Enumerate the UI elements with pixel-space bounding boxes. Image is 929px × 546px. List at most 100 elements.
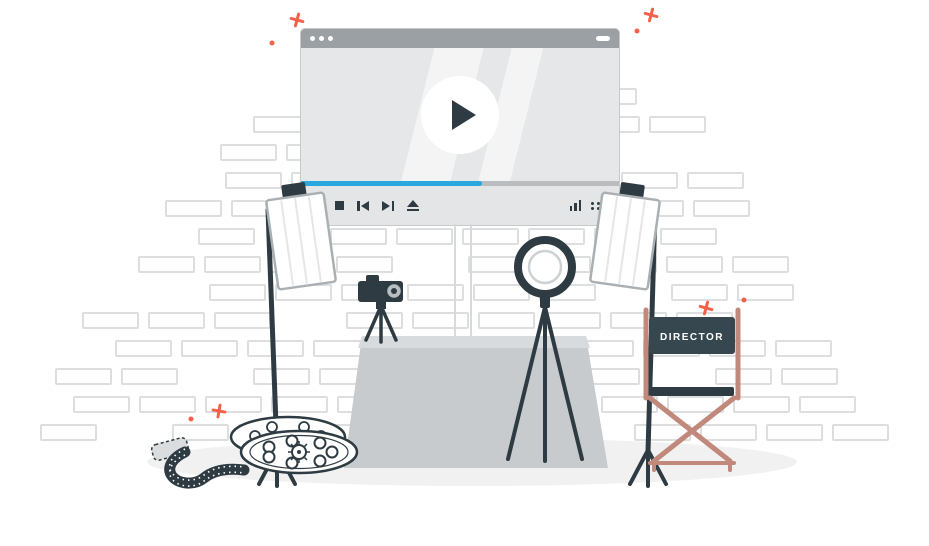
brick: [204, 256, 261, 273]
brick: [627, 200, 684, 217]
brick: [138, 256, 195, 273]
brick: [799, 396, 856, 413]
brick: [205, 396, 262, 413]
brick: [478, 312, 535, 329]
brick: [337, 396, 394, 413]
brick: [534, 256, 591, 273]
brick: [766, 424, 823, 441]
brick: [676, 312, 733, 329]
brick: [220, 144, 277, 161]
brick: [385, 368, 442, 385]
brick: [451, 368, 508, 385]
brick: [270, 256, 327, 273]
brick: [115, 340, 172, 357]
progress-fill: [301, 181, 483, 186]
eject-button[interactable]: [407, 198, 419, 214]
brick: [346, 312, 403, 329]
play-icon: [452, 99, 476, 130]
brick: [666, 256, 723, 273]
next-button[interactable]: [382, 198, 394, 214]
brick: [775, 340, 832, 357]
brick: [275, 284, 332, 301]
brick: [198, 228, 255, 245]
brick: [407, 284, 464, 301]
brick: [139, 396, 196, 413]
brick: [304, 424, 361, 441]
brick: [121, 368, 178, 385]
brick: [238, 424, 295, 441]
previous-icon: [357, 200, 369, 211]
brick: [502, 424, 559, 441]
brick: [181, 340, 238, 357]
brick: [165, 200, 222, 217]
brick: [55, 368, 112, 385]
brick: [535, 396, 592, 413]
brick: [517, 368, 574, 385]
play-button[interactable]: [421, 75, 499, 154]
brick: [336, 256, 393, 273]
window-dot[interactable]: [310, 36, 315, 41]
brick: [247, 340, 304, 357]
brick: [40, 424, 97, 441]
window-dot[interactable]: [319, 36, 324, 41]
brick: [82, 312, 139, 329]
stop-icon: [335, 201, 344, 210]
brick: [577, 340, 634, 357]
next-icon: [382, 200, 394, 211]
brick: [473, 284, 530, 301]
brick: [667, 396, 724, 413]
brick: [687, 172, 744, 189]
brick: [671, 284, 728, 301]
brick: [73, 396, 130, 413]
brick: [231, 200, 288, 217]
window-dots: [310, 36, 333, 41]
brick: [733, 396, 790, 413]
brick: [370, 424, 427, 441]
brick: [172, 424, 229, 441]
brick: [621, 172, 678, 189]
brick: [313, 340, 370, 357]
previous-button[interactable]: [357, 198, 369, 214]
eject-icon: [407, 199, 419, 212]
brick: [436, 424, 493, 441]
brick: [832, 424, 889, 441]
volume-button[interactable]: [569, 198, 581, 214]
brick: [445, 340, 502, 357]
brick: [468, 256, 525, 273]
brick: [225, 172, 282, 189]
video-area: [301, 48, 619, 181]
brick: [700, 424, 757, 441]
player-right-controls: [569, 198, 602, 214]
brick: [462, 228, 519, 245]
volume-icon: [569, 200, 581, 211]
brick: [660, 228, 717, 245]
brick: [781, 368, 838, 385]
brick: [271, 396, 328, 413]
brick: [594, 228, 651, 245]
brick: [709, 340, 766, 357]
brick: [610, 312, 667, 329]
browser-window: [300, 28, 620, 226]
brick: [412, 312, 469, 329]
brick: [528, 228, 585, 245]
brick: [634, 424, 691, 441]
player-controls: [301, 186, 619, 225]
brick: [148, 312, 205, 329]
options-button[interactable]: [591, 198, 601, 214]
brick: [469, 396, 526, 413]
options-icon: [591, 201, 601, 210]
brick: [341, 284, 398, 301]
brick: [601, 396, 658, 413]
stop-button[interactable]: [335, 198, 344, 214]
brick: [209, 284, 266, 301]
brick: [544, 312, 601, 329]
window-dot[interactable]: [328, 36, 333, 41]
brick: [715, 368, 772, 385]
brick: [649, 116, 706, 133]
progress-bar[interactable]: [301, 181, 619, 186]
brick: [539, 284, 596, 301]
window-control-pill[interactable]: [596, 36, 610, 41]
brick: [214, 312, 271, 329]
brick: [319, 368, 376, 385]
